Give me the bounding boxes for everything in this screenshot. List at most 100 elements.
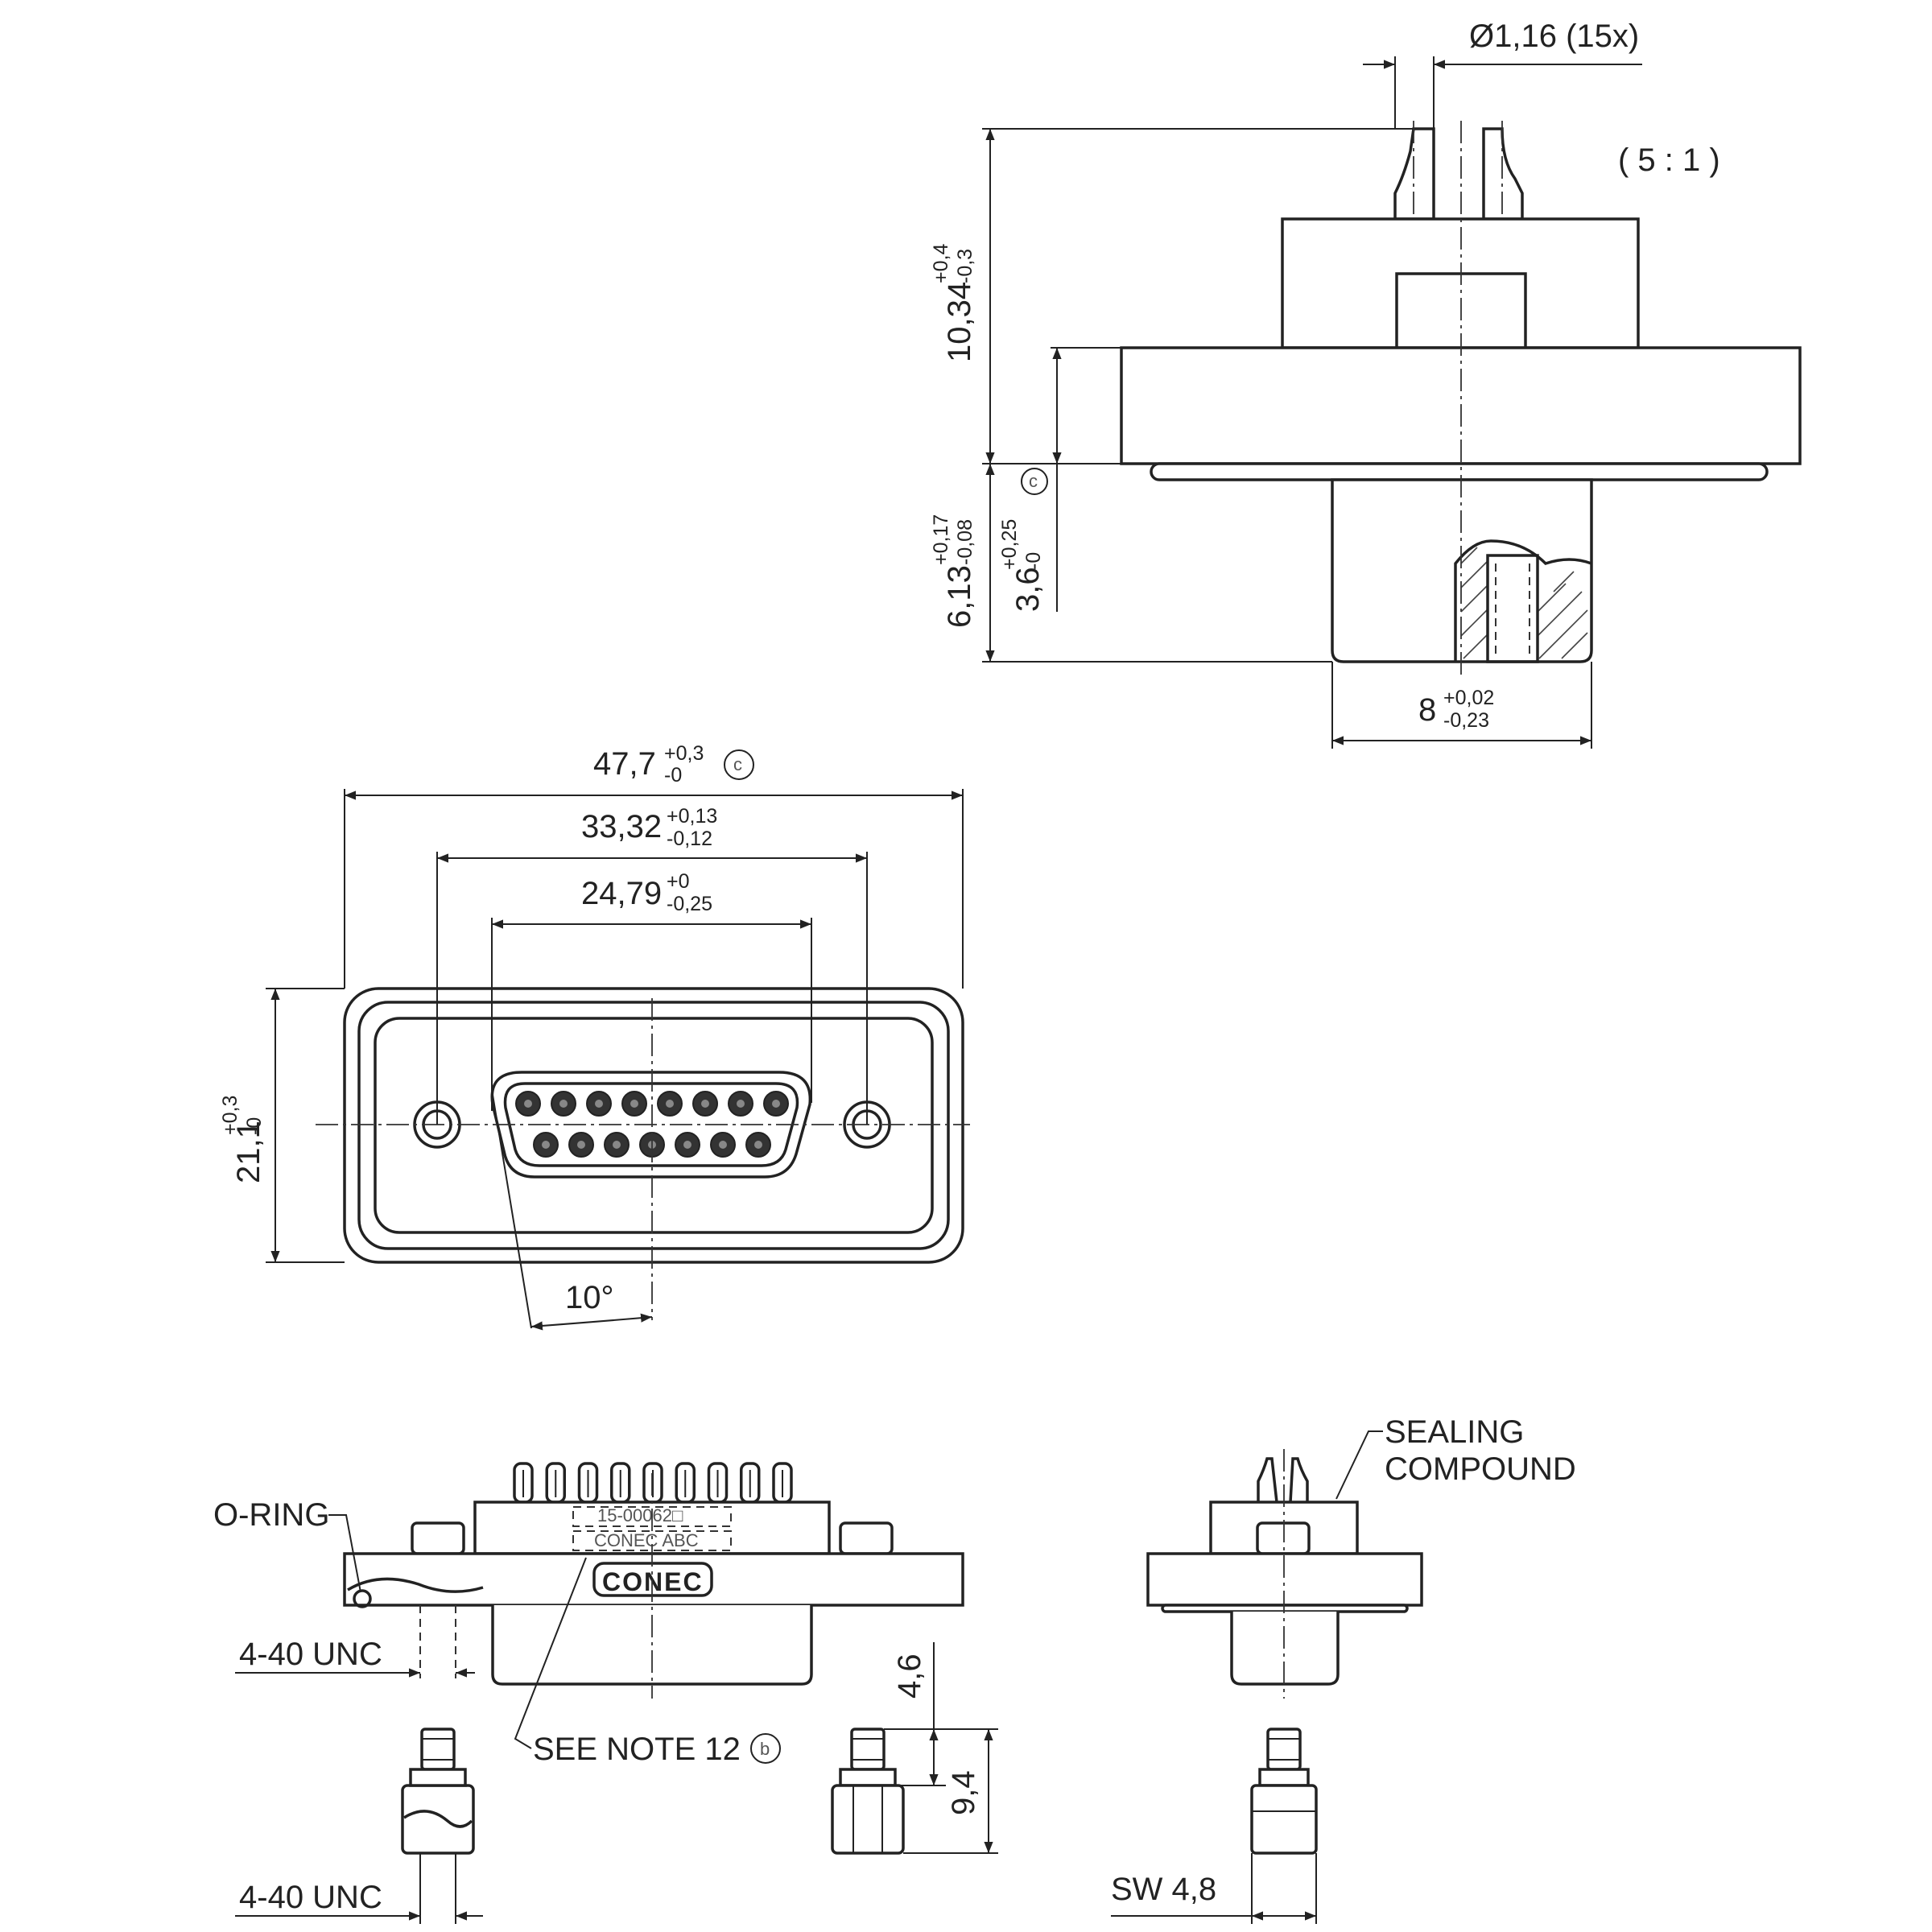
conec-abc-marking: CONEC ABC [594,1530,699,1550]
br-receptacle [1230,1612,1340,1686]
bv-oring-cutaway [347,1577,484,1593]
top-row-contact-bore [630,1100,638,1108]
bottom-row-contact-bore [577,1141,585,1149]
bv-standoff-right [839,1521,894,1555]
standoff-height-label: 4,6 [892,1653,927,1699]
front-d-shell [490,1071,812,1179]
standoff-height-group: 4,6 [892,1653,927,1699]
br-pin-right [1289,1457,1309,1503]
br-pin-left [1257,1457,1278,1503]
see-note-marker-circle [750,1733,781,1764]
front-contacts [515,1091,789,1158]
side-receptacle [1331,478,1593,663]
overall-height-group: 21,1 +0,3 -0 [219,1096,266,1183]
top-row-contact-bore [595,1100,603,1108]
br-screw-shank [1266,1728,1302,1771]
br-screw-hex [1250,1784,1318,1855]
flange-thickness-tol-lower: -0 [1022,552,1045,570]
height-total-tol-lower: -0,3 [954,249,976,283]
bottom-left-view: 15-00062□ CONEC ABC CONEC O-RING 4-40 UN… [213,1462,998,1924]
receptacle-width-base: 8 [1418,692,1436,728]
top-row-contact-bore [524,1100,532,1108]
front-marker-c-circle [724,749,754,780]
thread-upper-label: 4-40 UNC [239,1637,382,1672]
bv-marking-frame [572,1530,732,1551]
hole-spacing-tol-lower: -0,12 [667,828,712,850]
dim-angle-leg [492,1094,532,1329]
receptacle-width-tol-lower: -0,23 [1443,709,1489,732]
top-row-contact-bore [737,1100,745,1108]
hole-spacing-tol-upper: +0,13 [667,805,717,828]
height-total-tol-upper: +0,4 [930,244,952,283]
scale-label: ( 5 : 1 ) [1618,142,1720,178]
receptacle-width-tol-upper: +0,02 [1443,687,1494,709]
bv-screw-left-break [403,1810,473,1828]
top-row-contact-bore [559,1100,568,1108]
top-row-contact-bore [701,1100,709,1108]
draft-angle-label: 10° [565,1280,614,1315]
bottom-row-contact-bore [719,1141,727,1149]
front-view: 47,7 +0,3 -0 c 33,32 +0,13 -0,12 24,79 +… [219,742,970,1331]
side-marker-c: c [1029,471,1038,491]
shell-width-tol-lower: -0,25 [667,893,712,915]
standoff-length-group: 9,4 [946,1770,981,1815]
bottom-row-contact-bore [683,1141,691,1149]
dim-angle-arc [530,1313,653,1331]
flange-thickness-tol-upper: +0,25 [998,519,1021,570]
overall-height-tol-upper: +0,3 [219,1096,242,1135]
height-lower-tol-lower: -0,08 [954,519,976,565]
side-marker-c-circle [1021,468,1048,495]
bottom-right-view: SEALING COMPOUND SW 4,8 [1111,1414,1576,1924]
overall-width-base: 47,7 [593,746,656,782]
height-lower-base: 6,13 [942,565,977,628]
br-oring-lip [1161,1604,1409,1613]
conec-logo-frame [592,1562,713,1597]
bv-part-number-frame [572,1506,732,1527]
bottom-view-pins [513,1462,793,1504]
overall-width-tol-upper: +0,3 [664,742,704,765]
shell-width-base: 24,79 [581,876,662,911]
sealing-label-line1: SEALING [1385,1414,1524,1450]
front-d-shell-inner [503,1082,799,1167]
o-ring-leader [328,1514,361,1593]
side-pin-right [1482,127,1524,221]
top-row-contact-bore [666,1100,674,1108]
see-note-marker: b [760,1739,770,1759]
thread-lower-label: 4-40 UNC [239,1880,382,1915]
side-thread-cutaway [1454,539,1592,662]
bv-standoff-left [411,1521,465,1555]
sealing-leader [1335,1430,1383,1500]
bv-screw-left-shank [420,1728,456,1771]
hole-spacing-base: 33,32 [581,809,662,844]
o-ring-label: O-RING [213,1497,329,1533]
overall-height-base: 21,1 [231,1121,266,1183]
standoff-length-label: 9,4 [946,1770,981,1815]
front-marker-c: c [733,754,742,774]
bottom-row-contact-bore [542,1141,550,1149]
bottom-row-contact-bore [754,1141,762,1149]
top-row-contact-bore [772,1100,780,1108]
overall-width-tol-lower: -0 [664,764,682,786]
bv-screw-left-collar [409,1768,467,1787]
height-lower-tol-upper: +0,17 [930,514,952,565]
flange-thickness-group: 3,6 +0,25 -0 [998,519,1046,612]
side-oring-lip [1150,462,1769,481]
front-flange-outline [343,987,964,1264]
pin-diameter-label: Ø1,16 (15x) [1469,19,1639,54]
br-standoff [1256,1521,1311,1555]
overall-height-tol-lower: -0 [243,1117,266,1135]
part-number-marking: 15-00062□ [597,1505,683,1525]
flange-thickness-base: 3,6 [1010,567,1046,612]
side-cutaway-hatch [1460,547,1588,659]
front-flange-inner [357,1001,950,1250]
front-oring-groove [374,1017,934,1234]
bv-oring-section [353,1589,372,1608]
see-note-label: SEE NOTE 12 [533,1732,741,1767]
shell-width-tol-upper: +0 [667,870,690,893]
side-thread-insert [1486,554,1539,663]
bv-screw-right-hex [831,1784,905,1855]
side-view: Ø1,16 (15x) ( 5 : 1 ) 10,34 +0,4 -0,3 3,… [930,19,1802,749]
br-flange [1146,1552,1423,1607]
height-total-group: 10,34 +0,4 -0,3 [930,244,977,362]
